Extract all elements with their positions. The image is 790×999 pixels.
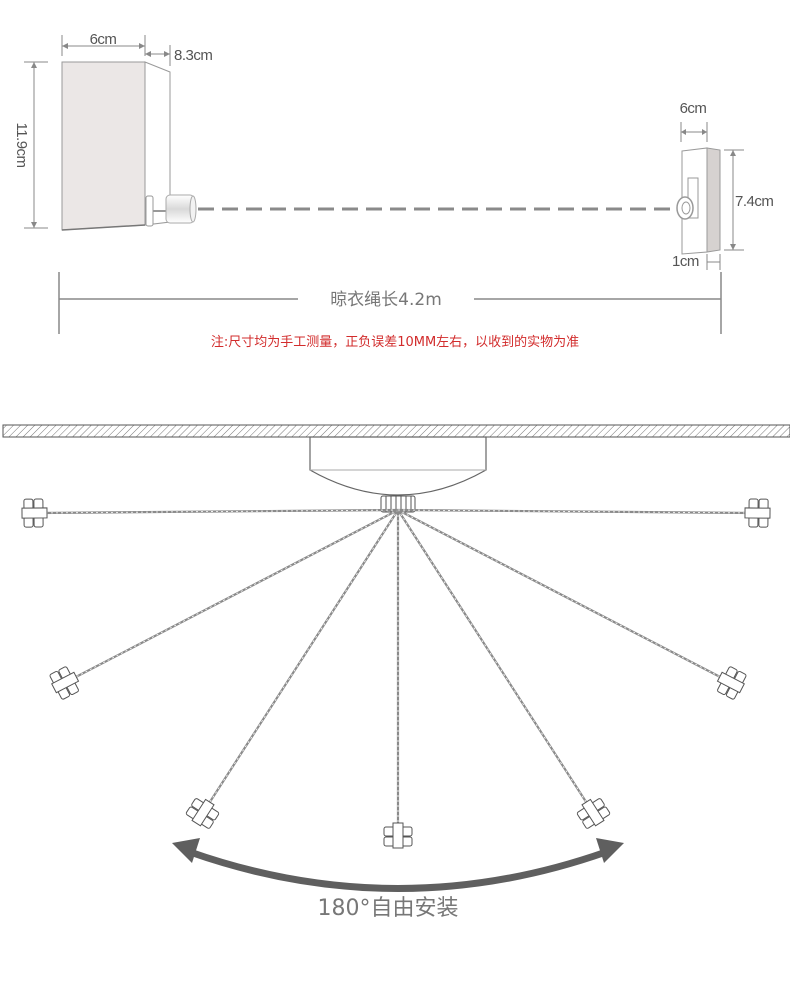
- rope-end-hook-icon: [185, 798, 220, 829]
- rope-length-label: 晾衣绳长4.2m: [330, 290, 442, 310]
- dim-main-width: 6cm: [61, 31, 146, 56]
- rope-line: [205, 509, 399, 809]
- dim-receiver-depth: 1cm: [672, 253, 721, 270]
- rope-line: [397, 508, 753, 515]
- receiver-height-label: 7.4cm: [735, 193, 773, 210]
- dim-main-height: 11.9cm: [13, 61, 48, 229]
- rope-line: [39, 508, 399, 515]
- rope-line: [397, 509, 591, 809]
- dim-main-depth: 8.3cm: [145, 45, 213, 66]
- rope-line: [69, 509, 399, 681]
- rope-end-hook-icon: [383, 822, 413, 849]
- main-housing: [61, 61, 171, 231]
- measurement-note: 注:尺寸均为手工测量，正负误差10MM左右，以收到的实物为准: [211, 334, 579, 350]
- rope-end-hook-icon: [716, 666, 747, 700]
- top-diagram: 6cm 8.3cm 11.9cm 6cm: [13, 31, 774, 350]
- ceiling-surface: [2, 424, 790, 438]
- main-depth-label: 8.3cm: [174, 47, 212, 64]
- rotation-arrow-icon: [172, 838, 624, 892]
- main-height-label: 11.9cm: [13, 122, 30, 167]
- retractable-housing: [309, 436, 487, 513]
- dim-receiver-height: 7.4cm: [724, 149, 774, 251]
- main-width-label: 6cm: [90, 31, 117, 48]
- rope-line: [397, 509, 727, 681]
- receiver-depth-label: 1cm: [672, 253, 699, 270]
- rope-end-hook-icon: [576, 798, 611, 829]
- rope-end-hook-icon: [21, 498, 48, 528]
- rotation-caption: 180°自由安装: [318, 896, 459, 921]
- receiver-width-label: 6cm: [680, 100, 707, 117]
- dim-rope-length: 晾衣绳长4.2m: [58, 272, 722, 334]
- rope-end-hook-icon: [744, 498, 771, 528]
- receiver-hook-block: [676, 147, 721, 255]
- rope-outlet-icon: [145, 194, 197, 227]
- rope-end-hook-icon: [49, 666, 80, 700]
- rope-fan: [21, 498, 771, 849]
- dim-receiver-width: 6cm: [680, 100, 708, 142]
- bottom-diagram: 180°自由安装: [2, 424, 790, 921]
